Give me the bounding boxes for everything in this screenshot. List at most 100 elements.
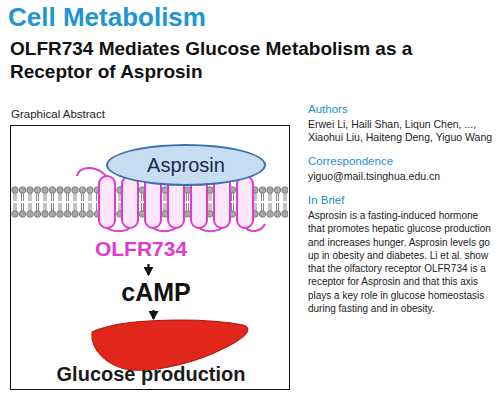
process-text: Glucose production	[32, 362, 270, 386]
lipid-tail	[269, 203, 270, 211]
lipid-tail	[68, 203, 69, 211]
lipid-tail	[276, 193, 277, 201]
lipid-tail	[23, 203, 24, 211]
section-heading: In Brief	[308, 193, 494, 207]
lipid-tail	[166, 193, 167, 201]
lipid-tail	[269, 193, 270, 201]
flow-arrow	[152, 310, 154, 319]
lipid-tail	[211, 203, 212, 211]
lipid-tail	[51, 203, 52, 211]
lipid-tail	[256, 203, 257, 211]
lipid-head	[184, 187, 191, 194]
lipid-head	[282, 211, 288, 218]
receptor-label: OLFR734	[81, 236, 201, 262]
lipid-tail	[188, 203, 189, 211]
lipid-tail	[29, 203, 30, 211]
lipid-tail	[31, 203, 32, 211]
lipid-head	[57, 187, 64, 194]
lipid-head	[72, 187, 79, 194]
lipid-tail	[68, 193, 69, 201]
lipid-tail	[186, 203, 187, 211]
lipid-head	[79, 187, 86, 194]
lipid-tail	[209, 203, 210, 211]
lipid-tail	[36, 193, 37, 201]
lipid-tail	[61, 193, 62, 201]
journal-name: Cell Metabolism	[8, 2, 206, 32]
lipid-head	[274, 211, 281, 218]
lipid-head	[87, 211, 94, 218]
lipid-tail	[38, 203, 39, 211]
lipid-tail	[119, 203, 120, 211]
lipid-tail	[53, 203, 54, 211]
lipid-tail	[74, 203, 75, 211]
lipid-tail	[271, 193, 272, 201]
lipid-tail	[96, 193, 97, 201]
lipid-tail	[83, 203, 84, 211]
lipid-tail	[143, 193, 144, 201]
lipid-tail	[164, 193, 165, 201]
node-text: cAMP	[121, 278, 190, 307]
lipid-head	[49, 187, 56, 194]
lipid-tail	[278, 193, 279, 201]
messenger-label: cAMP	[106, 276, 206, 308]
lipid-tail	[66, 193, 67, 201]
lipid-tail	[286, 193, 287, 201]
lipid-head	[87, 187, 94, 194]
lipid-head	[49, 211, 56, 218]
article-title: OLFR734 Mediates Glucose Metabolism as a…	[10, 37, 430, 83]
brief-text: Asprosin is a fasting-induced hormone th…	[308, 209, 494, 315]
lipid-tail	[31, 193, 32, 201]
abstract-box: Graphical AbstractAsprosinOLFR734cAMPGlu…	[10, 125, 290, 390]
lipid-head	[19, 211, 26, 218]
lipid-tail	[263, 193, 264, 201]
liver-node: Glucose production	[32, 318, 270, 386]
lipid-tail	[16, 193, 17, 201]
lipid-head	[267, 211, 274, 218]
lipid-tail	[143, 203, 144, 211]
lipid-head	[34, 187, 41, 194]
lipid-tail	[29, 193, 30, 201]
lipid-tail	[66, 203, 67, 211]
lipid-tail	[21, 203, 22, 211]
lipid-head	[34, 211, 41, 218]
lipid-tail	[36, 203, 37, 211]
lipid-tail	[16, 203, 17, 211]
lipid-head	[274, 187, 281, 194]
lipid-tail	[76, 193, 77, 201]
section-heading: Authors	[308, 102, 494, 116]
lipid-tail	[96, 203, 97, 211]
lipid-head	[27, 211, 34, 218]
lipid-tail	[81, 193, 82, 201]
lipid-tail	[284, 193, 285, 201]
lipid-tail	[44, 193, 45, 201]
abstract-heading: Graphical Abstract	[11, 108, 105, 120]
lipid-tail	[278, 203, 279, 211]
lipid-tail	[233, 203, 234, 211]
lipid-head	[57, 211, 64, 218]
lipid-tail	[21, 193, 22, 201]
lipid-tail	[89, 193, 90, 201]
lipid-tail	[211, 193, 212, 201]
lipid-tail	[284, 203, 285, 211]
lipid-tail	[59, 193, 60, 201]
lipid-tail	[209, 193, 210, 201]
lipid-head	[19, 187, 26, 194]
lipid-head	[64, 187, 71, 194]
lipid-tail	[74, 193, 75, 201]
lipid-tail	[51, 193, 52, 201]
lipid-tail	[46, 193, 47, 201]
lipid-head	[72, 211, 79, 218]
lipid-tail	[256, 193, 257, 201]
lipid-tail	[14, 193, 15, 201]
lipid-tail	[276, 203, 277, 211]
lipid-tail	[59, 203, 60, 211]
lipid-tail	[53, 193, 54, 201]
lipid-tail	[141, 193, 142, 201]
lipid-tail	[186, 193, 187, 201]
lipid-tail	[23, 193, 24, 201]
receptor-helix	[122, 176, 138, 228]
lipid-tail	[91, 193, 92, 201]
lipid-tail	[61, 203, 62, 211]
lipid-head	[64, 211, 71, 218]
lipid-head	[259, 211, 266, 218]
